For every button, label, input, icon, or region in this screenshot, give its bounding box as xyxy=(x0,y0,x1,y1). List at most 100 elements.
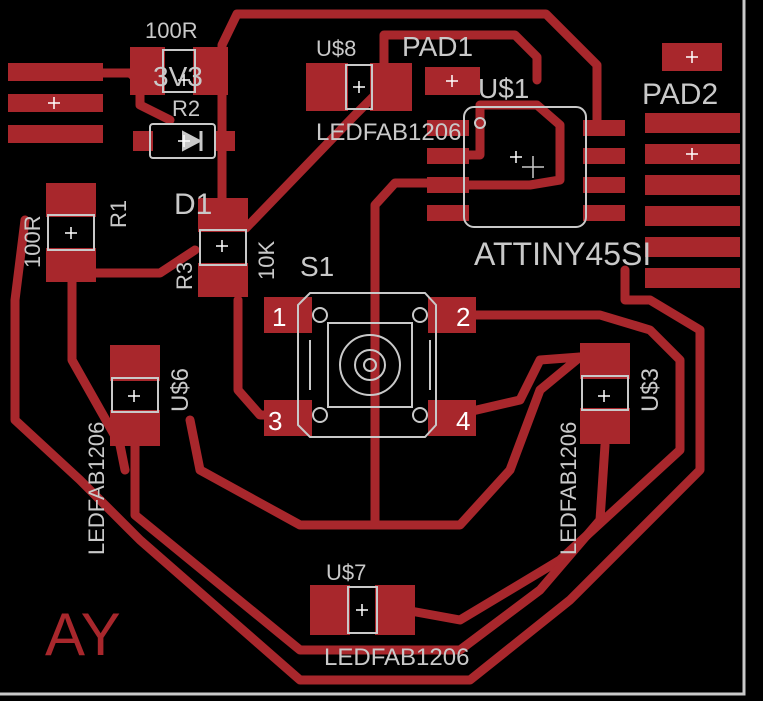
u1-pad-8 xyxy=(583,120,625,136)
r3-outline xyxy=(199,229,247,266)
u7-pad-right xyxy=(375,585,415,635)
u1-pin1-marker xyxy=(474,117,486,129)
u7-outline xyxy=(347,586,378,634)
u1-pad-6 xyxy=(583,177,625,193)
cross-pad1 xyxy=(446,75,458,87)
diode-pad-right xyxy=(215,131,235,151)
u8-pad-left xyxy=(306,63,348,111)
r1-outline xyxy=(47,214,95,251)
s1-pad-1 xyxy=(264,297,312,333)
cross-pad2 xyxy=(686,51,698,63)
s1-outline xyxy=(297,292,437,438)
r1-value: 100R xyxy=(20,215,45,268)
cross-u1-center xyxy=(522,156,544,178)
s1-actuator xyxy=(339,334,401,396)
u1-outline xyxy=(463,106,587,228)
silkscreen xyxy=(47,49,629,634)
left-pad-3 xyxy=(8,125,103,143)
board-outline xyxy=(0,0,746,696)
board-initials: AY xyxy=(45,601,121,668)
cross-u6 xyxy=(128,390,140,402)
u6-pad-bottom xyxy=(110,410,160,446)
trace-u8-pad1 xyxy=(379,30,542,97)
u7-designator: U$7 xyxy=(326,560,366,585)
diode-outline xyxy=(149,123,216,159)
labels: 100R 3V3 R2 U$8 PAD1 U$1 LEDFAB1206 PAD2… xyxy=(20,18,718,671)
s1-hole-4 xyxy=(412,407,428,423)
u3-package: LEDFAB1206 xyxy=(556,422,581,555)
pad2-pin-4 xyxy=(645,206,740,226)
cross-u7 xyxy=(356,604,368,616)
r3-pad-top xyxy=(198,198,248,232)
cross-diode xyxy=(178,135,190,147)
u3-outline xyxy=(581,375,629,411)
trace-u1-inner xyxy=(435,100,565,190)
u1-designator: U$1 xyxy=(478,73,529,104)
u8-package: LEDFAB1206 xyxy=(316,119,461,146)
u3-designator: U$3 xyxy=(637,368,664,412)
r2-package: 3V3 xyxy=(153,61,203,92)
r1-pad-bottom xyxy=(46,248,96,282)
pad2-designator: PAD2 xyxy=(642,78,718,111)
cross-u3 xyxy=(598,390,610,402)
s1-pin-4: 4 xyxy=(456,406,470,436)
u1-pad-5 xyxy=(583,205,625,221)
r2-designator: R2 xyxy=(172,96,200,121)
cross-r3 xyxy=(216,240,228,252)
pad2-pin-3 xyxy=(645,175,740,195)
cross-r2 xyxy=(178,74,190,86)
origin-markers xyxy=(48,51,698,616)
r3-value: 10K xyxy=(254,241,279,280)
s1-hole-1 xyxy=(312,307,328,323)
r3-pad-bottom xyxy=(198,263,248,297)
u1-pad-1 xyxy=(427,120,469,136)
pad2-pin-5 xyxy=(645,237,740,257)
s1-pin-2: 2 xyxy=(456,302,470,332)
u8-pad-right xyxy=(370,63,412,111)
u6-outline xyxy=(111,377,159,413)
s1-pin-3: 3 xyxy=(268,406,282,436)
u1-pad-2 xyxy=(427,148,469,164)
r2-pad-left xyxy=(130,47,165,95)
trace-r1-bottom xyxy=(67,275,130,475)
s1-pin-1: 1 xyxy=(272,302,286,332)
d1-designator: D1 xyxy=(174,188,212,221)
u6-pad-top xyxy=(110,345,160,381)
trace-s1-pin2 xyxy=(400,310,685,625)
s1-hole-2 xyxy=(412,307,428,323)
r2-outline xyxy=(162,49,196,93)
s1-designator: S1 xyxy=(300,251,334,282)
s1-hole-3 xyxy=(312,407,328,423)
s1-actuator-center xyxy=(363,358,377,372)
s1-actuator-inner xyxy=(354,349,386,381)
u3-pad-bottom xyxy=(580,408,630,444)
cross-u1 xyxy=(510,151,522,163)
u8-outline xyxy=(345,64,373,110)
r3-designator: R3 xyxy=(172,262,197,290)
u1-package: ATTINY45SI xyxy=(474,236,651,272)
r2-pad-right xyxy=(193,47,228,95)
pad2-pin-6 xyxy=(645,268,740,288)
u1-pad-4 xyxy=(427,205,469,221)
s1-inner-square xyxy=(327,322,413,408)
trace-u6-to-u7 xyxy=(130,440,610,655)
trace-r1-r3 xyxy=(85,245,200,278)
cross-u8 xyxy=(353,81,365,93)
pad2-pin-1 xyxy=(645,113,740,133)
r1-pad-top xyxy=(46,183,96,217)
trace-s1-center-bottom xyxy=(185,352,585,530)
u8-designator: U$8 xyxy=(316,36,356,61)
left-pad-1 xyxy=(8,63,103,81)
pad1-designator: PAD1 xyxy=(402,31,473,62)
u7-pad-left xyxy=(310,585,350,635)
diode-pad-left xyxy=(133,131,153,151)
trace-left-outer xyxy=(10,215,705,685)
cross-r1 xyxy=(65,227,77,239)
u7-package: LEDFAB1206 xyxy=(324,644,469,671)
u1-pad-7 xyxy=(583,148,625,164)
r2-value: 100R xyxy=(145,18,198,43)
cross-pad2-conn xyxy=(686,148,698,160)
trace-s1-4-u3 xyxy=(450,352,585,420)
u6-designator: U$6 xyxy=(167,368,194,412)
